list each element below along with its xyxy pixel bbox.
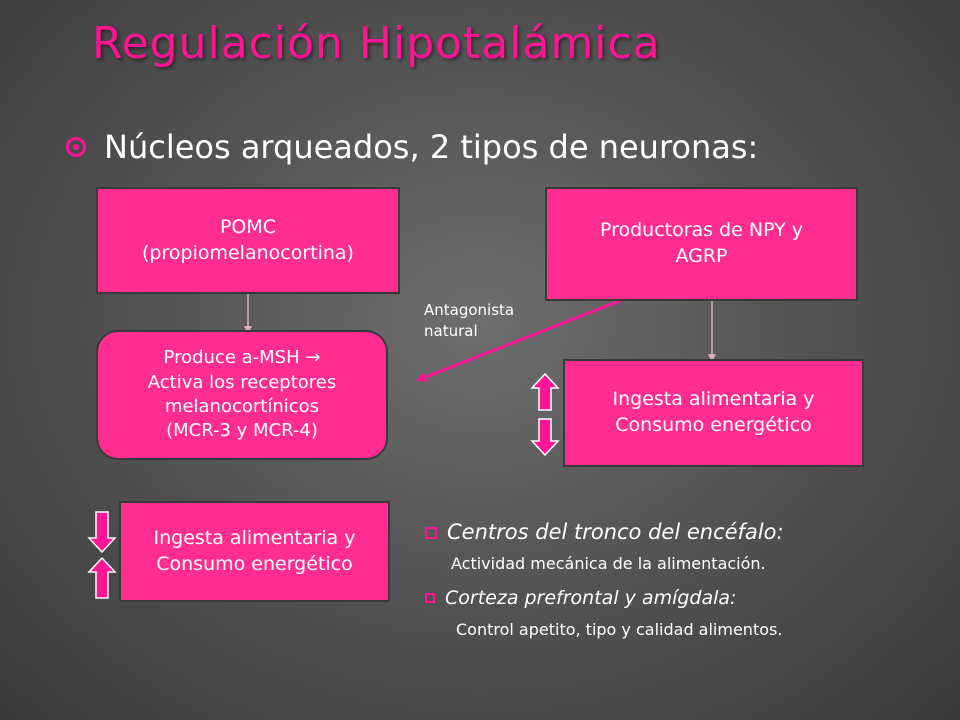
antagonist-label: Antagonista natural [424,300,514,342]
ingesta-right-line-1: Ingesta alimentaria y [612,388,815,411]
info-item-2-title-text: Corteza prefrontal y amígdala: [445,587,737,609]
down-arrow-icon [87,511,117,554]
antagonist-label-line-1: Antagonista [424,301,515,319]
pomc-box: POMC (propiomelanocortina) [96,187,400,294]
main-bullet-text: Núcleos arqueados, 2 tipos de neuronas: [104,128,759,166]
up-arrow-icon [87,556,117,599]
pomc-line-1: POMC [219,215,277,238]
ingesta-left-line-1: Ingesta alimentaria y [153,526,356,549]
npy-line-2: AGRP [675,245,728,267]
slide-title: Regulación Hipotalámica [92,18,661,69]
square-bullet-icon [425,592,435,603]
ingesta-left-box: Ingesta alimentaria y Consumo energético [119,501,390,602]
msh-line-2: Activa los receptores [147,371,337,393]
down-arrow-icon [530,418,560,457]
main-bullet: Núcleos arqueados, 2 tipos de neuronas: [66,128,758,166]
square-bullet-icon [425,526,437,539]
pomc-line-2: (propiomelanocortina) [142,241,354,264]
info-item-1-desc: Actividad mecánica de la alimentación. [451,554,766,573]
info-item-1-title-text: Centros del tronco del encéfalo: [447,520,784,544]
ingesta-right-line-2: Consumo energético [615,414,812,436]
ingesta-left-line-2: Consumo energético [156,552,353,575]
up-arrow-icon [530,372,560,411]
info-item-2-desc: Control apetito, tipo y calidad alimento… [456,620,783,639]
antagonist-label-line-2: natural [424,322,478,340]
info-item-1-title: Centros del tronco del encéfalo: [425,520,784,544]
info-item-2-title: Corteza prefrontal y amígdala: [425,587,736,609]
msh-line-1: Produce a-MSH → [163,347,321,369]
npy-line-1: Productoras de NPY y [599,219,804,242]
msh-line-4: (MCR-3 y MCR-4) [166,420,318,442]
msh-line-3: melanocortínicos [164,396,320,417]
ingesta-right-box: Ingesta alimentaria y Consumo energético [563,359,864,467]
msh-box: Produce a-MSH → Activa los receptores me… [96,330,388,460]
circle-dot-bullet-icon [66,137,86,157]
npy-agrp-box: Productoras de NPY y AGRP [545,187,858,301]
